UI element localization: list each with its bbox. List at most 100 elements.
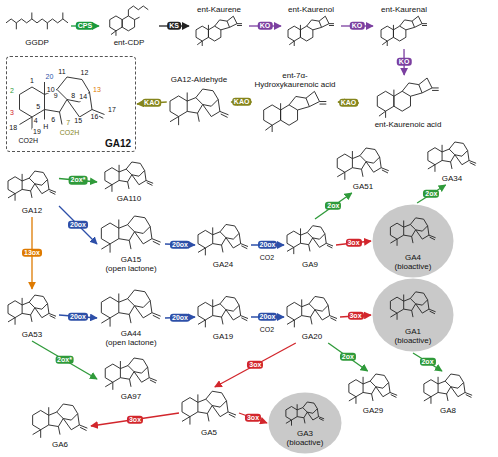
- enzyme-label: 20ox: [68, 312, 88, 320]
- bond-line: [101, 244, 110, 249]
- compound-name: ent-Kaurene: [197, 5, 241, 14]
- reaction-arrow: [328, 343, 367, 371]
- enzyme-label: KAO: [232, 98, 252, 106]
- molecule: [20, 77, 105, 130]
- enzyme-label: KO: [350, 22, 365, 30]
- bond-line: [33, 430, 41, 435]
- bond-line: [300, 228, 301, 235]
- bond-line: [289, 96, 309, 110]
- bond-line: [470, 163, 476, 166]
- bioactive-compound: GA4(bioactive): [372, 204, 454, 278]
- carbon-number: 3: [9, 109, 15, 117]
- bond-line: [381, 26, 393, 41]
- bond-line: [304, 418, 305, 424]
- bond-line: [281, 105, 298, 125]
- carbon-number: 13: [92, 86, 102, 94]
- compound-name: GA34: [442, 174, 462, 183]
- bond-line: [22, 298, 23, 305]
- compound-name: GA44: [121, 329, 141, 338]
- bond-line: [412, 236, 413, 243]
- bond-line: [451, 162, 452, 169]
- bond-line: [50, 316, 56, 319]
- text-block: GA110: [98, 194, 160, 203]
- carbon-number: 20: [45, 73, 55, 81]
- enzyme-label: 20ox: [170, 240, 190, 248]
- bond-line: [202, 99, 219, 116]
- compound-name: ent-Kaurenal: [381, 5, 427, 14]
- bond-line: [293, 247, 294, 254]
- compound-name: GA110: [117, 194, 141, 203]
- bond-line: [31, 191, 32, 198]
- enzyme-label: KO: [397, 58, 412, 66]
- bond-line: [451, 383, 465, 397]
- molecule: [170, 89, 228, 125]
- bond-line: [393, 26, 405, 41]
- bond-line: [208, 26, 220, 41]
- bond-line: [330, 318, 336, 321]
- bond-line: [377, 91, 394, 111]
- bond-line: [379, 111, 386, 116]
- molecule: [287, 296, 337, 327]
- carbon-number: H: [42, 123, 49, 131]
- molecule: [182, 391, 236, 424]
- bond-line: [376, 383, 390, 397]
- bond-line: [287, 320, 294, 324]
- text-block: GA8: [418, 406, 478, 415]
- bond-line: [112, 382, 113, 390]
- bond-line: [119, 225, 135, 241]
- molecule: [8, 171, 56, 201]
- reaction-arrow: [215, 343, 296, 387]
- text-block: GA15(open lactone): [98, 255, 164, 273]
- bond-line: [150, 380, 156, 383]
- compound: GA110: [98, 160, 160, 204]
- bond-line: [227, 16, 237, 27]
- bond-line: [63, 414, 79, 430]
- bond-line: [110, 16, 122, 31]
- bond-line: [300, 25, 301, 30]
- bond-line: [213, 232, 226, 245]
- bond-line: [20, 117, 33, 125]
- bond-line: [287, 247, 294, 251]
- bond-line: [382, 170, 388, 173]
- bond-line: [438, 381, 451, 394]
- bond-line: [349, 380, 363, 397]
- compound-note: (open lactone): [105, 338, 156, 347]
- carbon-number: 8: [70, 92, 76, 100]
- enzyme-label: 2ox: [325, 202, 341, 210]
- enzyme-label: 3ox: [347, 312, 363, 320]
- enzyme-label: 2ox: [419, 358, 435, 366]
- compound-note: (bioactive): [287, 438, 324, 447]
- bond-line: [128, 6, 148, 16]
- bond-line: [120, 361, 121, 369]
- bond-line: [442, 145, 443, 152]
- compound: ent-CDP: [100, 4, 158, 48]
- enzyme-label: 13ox: [22, 249, 42, 257]
- text-block: GA4(bioactive): [372, 253, 454, 271]
- molecule: [110, 6, 149, 36]
- bond-line: [35, 304, 49, 318]
- molecule: [424, 374, 472, 404]
- bond-line: [119, 299, 135, 315]
- bond-line: [360, 148, 380, 163]
- bond-line: [198, 302, 213, 320]
- bond-line: [62, 13, 63, 19]
- bond-line: [397, 239, 398, 246]
- bond-line: [297, 408, 307, 418]
- enzyme-label: 3ox: [245, 414, 261, 422]
- enzyme-label: 2ox*: [69, 176, 88, 184]
- bond-line: [397, 313, 398, 320]
- enzyme-label: KAO: [142, 99, 162, 107]
- bond-line: [320, 104, 327, 105]
- bond-line: [134, 300, 151, 317]
- text-block: ent-7α-Hydroxykaurenoic acid: [253, 71, 337, 89]
- compound: GA20: [285, 292, 339, 342]
- bond-line: [315, 305, 330, 320]
- bond-line: [309, 245, 310, 252]
- bond-line: [15, 194, 16, 201]
- bond-line: [327, 245, 332, 248]
- bond-line: [320, 101, 327, 102]
- compound: ent-Kaurenol: [282, 4, 340, 48]
- bond-line: [313, 234, 327, 248]
- bond-line: [40, 430, 41, 438]
- bond-line: [33, 410, 49, 429]
